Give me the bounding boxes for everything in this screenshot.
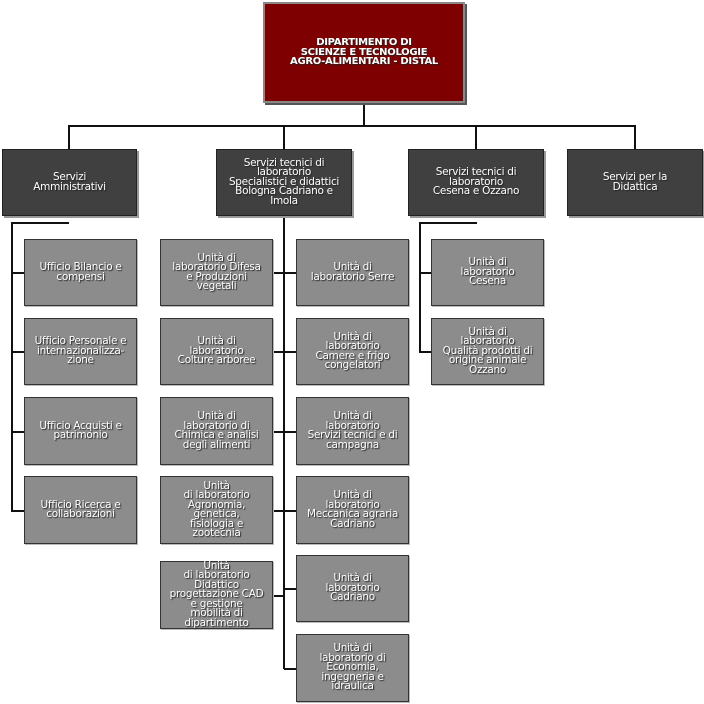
servizi-didattica-box: Servizi per la Didattica bbox=[567, 149, 703, 216]
connector bbox=[11, 431, 24, 433]
unita-box: Unità di laboratorio Difesa e Produzioni… bbox=[160, 239, 273, 306]
connector bbox=[284, 431, 296, 433]
connector bbox=[273, 595, 284, 597]
connector bbox=[283, 125, 285, 149]
unita-box: Unità di laboratorio di Economia, ingegn… bbox=[296, 634, 409, 702]
connector bbox=[283, 216, 285, 669]
unita-box: Unità di laboratorio Camere e frigo cong… bbox=[296, 318, 409, 385]
servizi-tecnici-cesena-box: Servizi tecnici di laboratorio Cesena e … bbox=[408, 149, 544, 216]
connector bbox=[419, 222, 477, 224]
unita-box: Unità di laboratorio Serre bbox=[296, 239, 409, 306]
unita-box: Unità di laboratorio di Chimica e analis… bbox=[160, 397, 273, 465]
department-box: DIPARTIMENTO DI SCIENZE E TECNOLOGIE AGR… bbox=[263, 2, 465, 103]
unita-box: Unità di laboratorio Cesena bbox=[431, 239, 544, 306]
connector bbox=[284, 668, 296, 670]
connector bbox=[11, 510, 24, 512]
ufficio-box: Ufficio Acquisti e patrimonio bbox=[24, 397, 137, 465]
ufficio-box: Ufficio Personale e internazionalizza- z… bbox=[24, 318, 137, 385]
connector bbox=[68, 125, 70, 149]
connector bbox=[11, 222, 13, 511]
unita-box: Unità di laboratorio Qualità prodotti di… bbox=[431, 318, 544, 385]
connector bbox=[273, 431, 284, 433]
ufficio-box: Ufficio Bilancio e compensi bbox=[24, 239, 137, 306]
connector bbox=[363, 103, 365, 127]
unita-box: Unità di laboratorio Servizi tecnici e d… bbox=[296, 397, 409, 465]
connector bbox=[273, 272, 284, 274]
connector bbox=[284, 510, 296, 512]
unita-box: Unità di laboratorio Meccanica agraria C… bbox=[296, 476, 409, 544]
ufficio-box: Ufficio Ricerca e collaborazioni bbox=[24, 476, 137, 544]
unita-box: Unità di laboratorio Colture arboree bbox=[160, 318, 273, 385]
connector bbox=[273, 510, 284, 512]
connector bbox=[634, 125, 636, 149]
servizi-tecnici-bologna-box: Servizi tecnici di laboratorio Specialis… bbox=[216, 149, 352, 216]
connector bbox=[475, 125, 477, 149]
connector bbox=[273, 351, 284, 353]
unita-box: Unità di laboratorio Agronomia, genetica… bbox=[160, 476, 273, 544]
connector bbox=[11, 272, 24, 274]
connector bbox=[419, 272, 431, 274]
servizi-amministrativi-box: Servizi Amministrativi bbox=[2, 149, 137, 216]
connector bbox=[11, 222, 69, 224]
connector bbox=[284, 351, 296, 353]
connector bbox=[284, 272, 296, 274]
connector bbox=[419, 222, 421, 352]
connector bbox=[419, 351, 431, 353]
unita-box: Unità di laboratorio Cadriano bbox=[296, 555, 409, 622]
connector bbox=[11, 351, 24, 353]
connector bbox=[68, 125, 636, 127]
unita-box: Unità di laboratorio Didattico progettaz… bbox=[160, 561, 273, 629]
connector bbox=[284, 588, 296, 590]
